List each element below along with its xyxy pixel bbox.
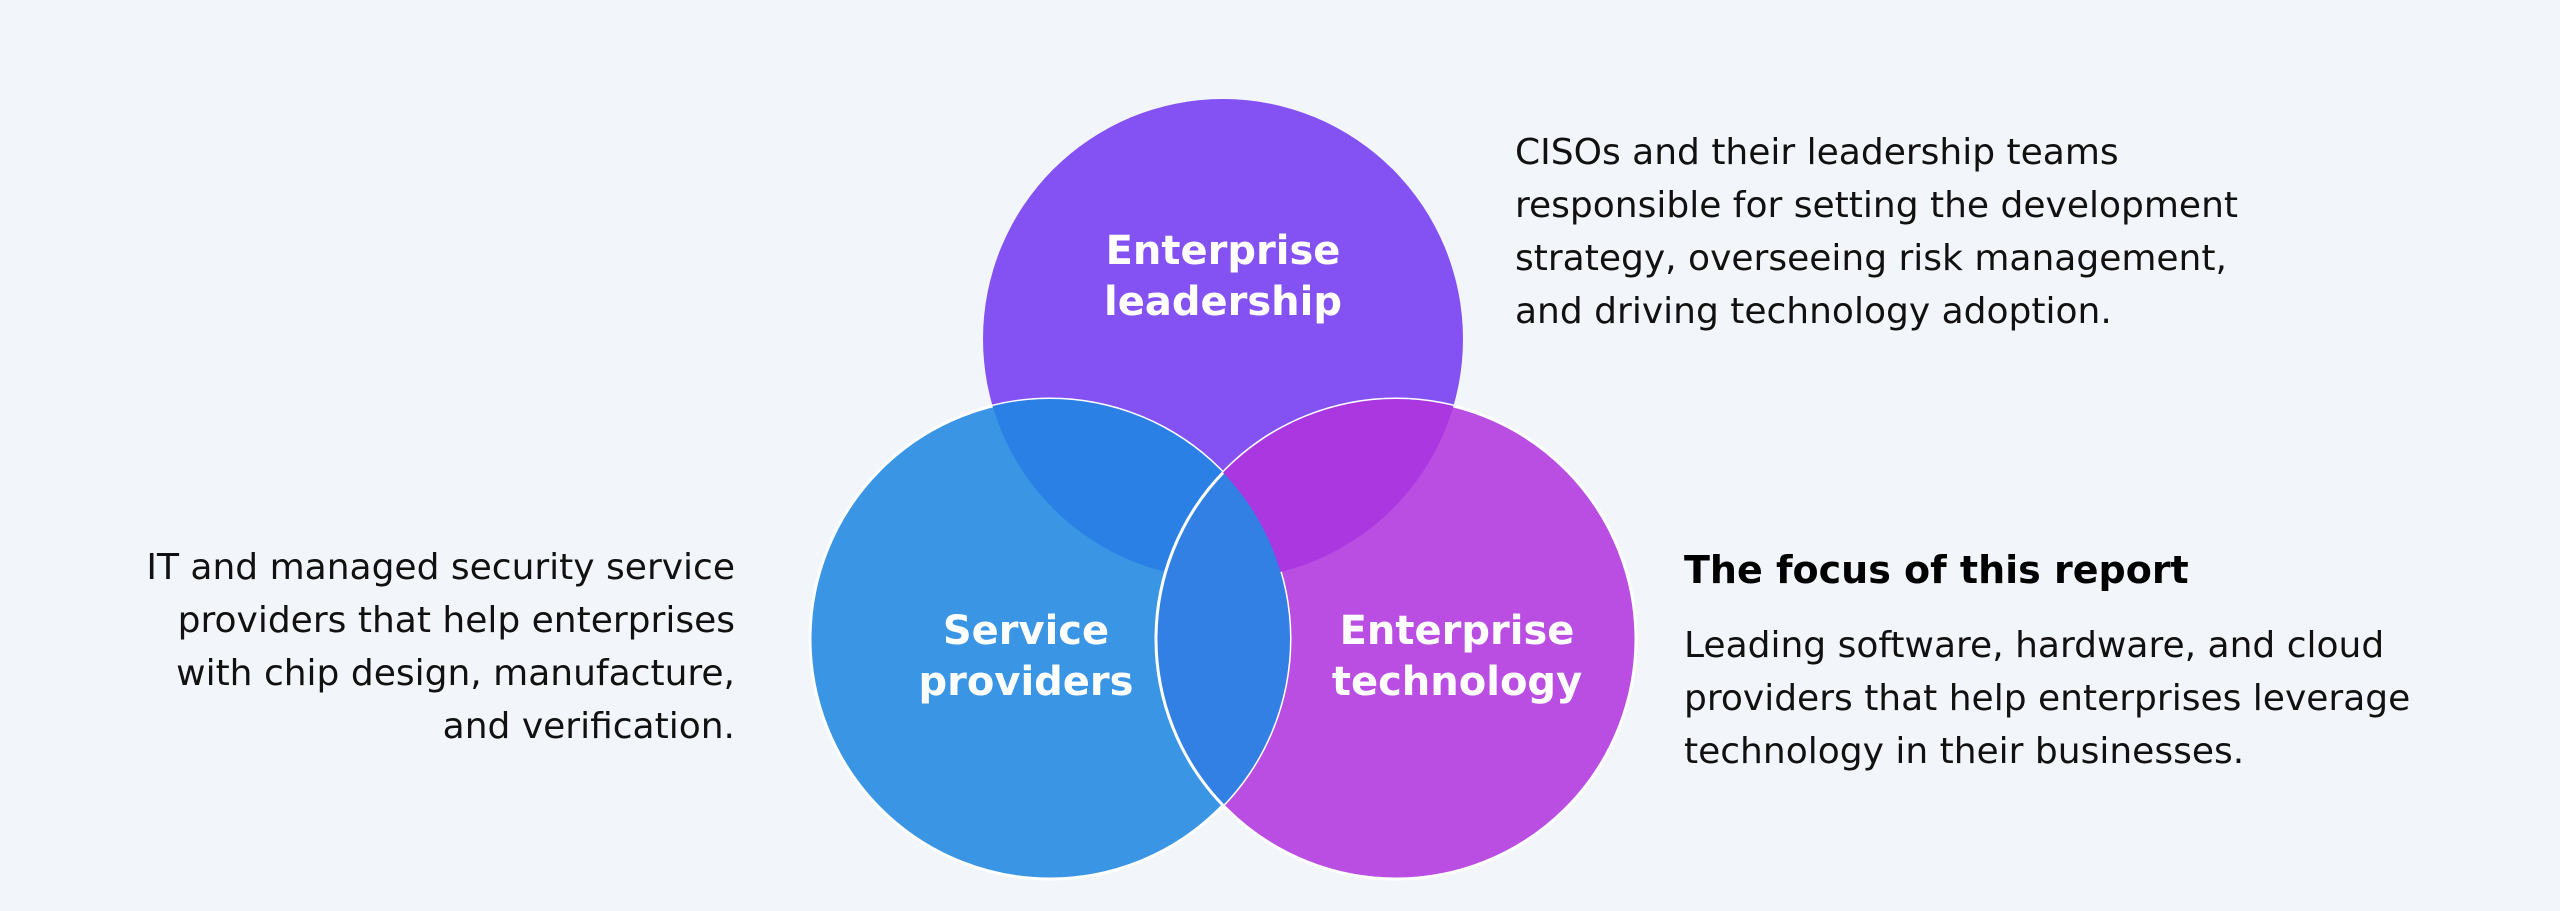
- overlap-leadership-technology: [1156, 399, 1463, 579]
- label-line: providers: [918, 659, 1134, 705]
- description-line: providers that help enterprises leverage: [1684, 678, 2411, 719]
- label-line: Service: [942, 608, 1110, 654]
- description-line: IT and managed security service: [146, 547, 735, 588]
- description-service-providers: IT and managed security service provider…: [146, 541, 735, 753]
- description-line: Leading software, hardware, and cloud: [1684, 625, 2385, 666]
- overlap-edge: [1154, 399, 1290, 879]
- description-line: and driving technology adoption.: [1515, 291, 2112, 332]
- description-line: strategy, overseeing risk management,: [1515, 238, 2227, 279]
- description-line: with chip design, manufacture,: [176, 653, 735, 694]
- label-line: leadership: [1104, 279, 1342, 325]
- label-line: Enterprise: [1339, 608, 1575, 654]
- description-line: providers that help enterprises: [177, 600, 735, 641]
- label-enterprise-technology: Enterprise technology: [1257, 606, 1657, 708]
- description-enterprise-technology: Leading software, hardware, and cloud pr…: [1684, 619, 2410, 778]
- label-service-providers: Service providers: [826, 606, 1226, 708]
- overlap-leadership-providers: [983, 399, 1290, 579]
- focus-title: The focus of this report: [1684, 548, 2189, 592]
- description-line: CISOs and their leadership teams: [1515, 132, 2119, 173]
- description-enterprise-leadership: CISOs and their leadership teams respons…: [1515, 126, 2238, 338]
- description-line: and verification.: [442, 706, 735, 747]
- label-line: Enterprise: [1105, 228, 1341, 274]
- label-line: technology: [1331, 659, 1583, 705]
- description-line: technology in their businesses.: [1684, 731, 2245, 772]
- label-enterprise-leadership: Enterprise leadership: [1023, 226, 1423, 328]
- description-line: responsible for setting the development: [1515, 185, 2239, 226]
